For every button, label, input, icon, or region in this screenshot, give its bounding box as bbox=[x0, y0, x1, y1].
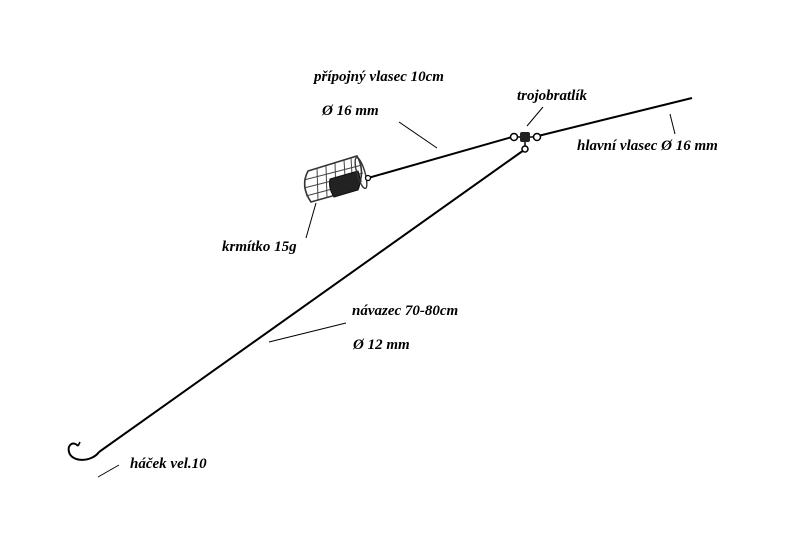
label-hook: háček vel.10 bbox=[130, 456, 207, 472]
callout-trojobratlik bbox=[526, 106, 544, 127]
callout-pripojny bbox=[398, 121, 438, 149]
callout-hlavni bbox=[669, 113, 676, 135]
callout-navazec bbox=[268, 322, 347, 343]
callout-hacek bbox=[97, 464, 120, 478]
label-leader: návazec 70-80cm bbox=[352, 303, 459, 319]
label-leader-diameter: Ø 12 mm bbox=[353, 337, 410, 353]
leader-line bbox=[98, 149, 525, 453]
main-line bbox=[537, 97, 693, 137]
label-connecting-line: přípojný vlasec 10cm bbox=[314, 69, 444, 85]
label-main-line: hlavní vlasec Ø 16 mm bbox=[577, 138, 718, 154]
feeder bbox=[303, 155, 372, 203]
hook bbox=[67, 442, 100, 461]
callout-krmitko bbox=[305, 202, 317, 239]
three-way-swivel bbox=[509, 132, 542, 153]
label-connecting-line-diameter: Ø 16 mm bbox=[322, 103, 379, 119]
connector-line bbox=[367, 136, 513, 179]
label-three-way-swivel: trojobratlík bbox=[517, 88, 588, 104]
label-feeder: krmítko 15g bbox=[222, 239, 297, 255]
